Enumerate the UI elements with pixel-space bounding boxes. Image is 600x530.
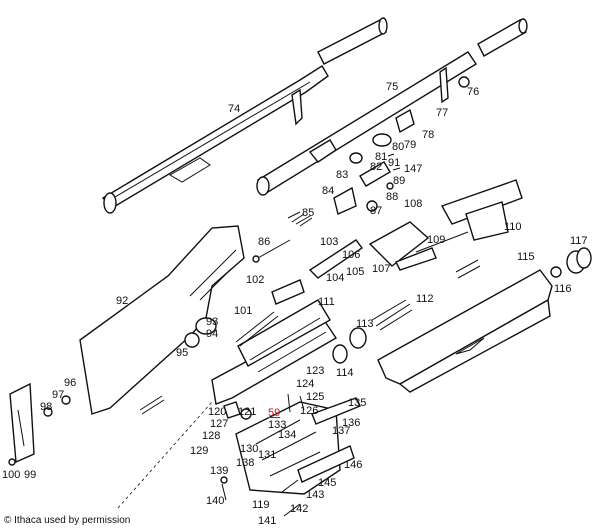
label-146: 146 xyxy=(344,459,362,471)
label-126: 126 xyxy=(300,405,318,417)
label-106: 106 xyxy=(342,249,360,261)
label-119: 119 xyxy=(252,499,270,511)
label-81: 81 xyxy=(375,151,387,163)
label-94: 94 xyxy=(206,328,218,340)
label-138: 138 xyxy=(236,457,254,469)
label-80: 80 xyxy=(392,141,404,153)
label-120: 120 xyxy=(208,406,226,418)
copyright-notice: © Ithaca used by permission xyxy=(4,515,131,526)
label-79: 79 xyxy=(404,139,416,151)
parts-85-86 xyxy=(252,211,313,263)
label-145: 145 xyxy=(318,477,336,489)
label-114: 114 xyxy=(336,367,354,379)
label-134: 134 xyxy=(278,429,296,441)
label-123: 123 xyxy=(306,365,324,377)
label-137: 137 xyxy=(332,425,350,437)
label-124: 124 xyxy=(296,378,314,390)
label-127: 127 xyxy=(210,418,228,430)
label-97: 97 xyxy=(52,389,64,401)
label-87: 87 xyxy=(370,205,382,217)
label-147: 147 xyxy=(404,163,422,175)
label-82: 82 xyxy=(370,161,382,173)
part-74-magazine-tube xyxy=(101,17,388,214)
label-74: 74 xyxy=(228,103,240,115)
label-141: 141 xyxy=(258,515,276,527)
label-140: 140 xyxy=(206,495,224,507)
label-112: 112 xyxy=(416,293,434,305)
part-75-barrel xyxy=(256,18,528,196)
label-84: 84 xyxy=(322,185,334,197)
label-109: 109 xyxy=(427,234,445,246)
part-number-labels: 74 75 76 77 78 79 80 81 82 83 84 85 86 8… xyxy=(2,81,588,527)
label-102: 102 xyxy=(246,274,264,286)
part-115-forend xyxy=(377,269,553,393)
label-105: 105 xyxy=(346,266,364,278)
label-116: 116 xyxy=(554,283,572,295)
parts-103-110-bolt xyxy=(308,179,523,279)
label-108: 108 xyxy=(404,198,422,210)
label-78: 78 xyxy=(422,129,434,141)
part-111-receiver xyxy=(117,299,337,509)
label-75: 75 xyxy=(386,81,398,93)
label-92: 92 xyxy=(116,295,128,307)
label-77: 77 xyxy=(436,107,448,119)
label-117: 117 xyxy=(570,235,588,247)
label-85: 85 xyxy=(302,207,314,219)
label-142: 142 xyxy=(290,503,308,515)
label-135: 135 xyxy=(348,397,366,409)
label-91: 91 xyxy=(388,157,400,169)
label-101: 101 xyxy=(234,305,252,317)
parts-116-117 xyxy=(550,247,592,278)
label-89: 89 xyxy=(393,175,405,187)
label-104: 104 xyxy=(326,272,344,284)
label-125: 125 xyxy=(306,391,324,403)
label-133: 133 xyxy=(268,419,286,431)
label-113: 113 xyxy=(356,318,374,330)
label-76: 76 xyxy=(467,86,479,98)
part-99-buttplate xyxy=(8,382,71,466)
parts-77-91 xyxy=(333,108,415,215)
label-110: 110 xyxy=(504,221,522,233)
label-59-highlighted: 59 xyxy=(268,407,280,419)
label-103: 103 xyxy=(320,236,338,248)
label-139: 139 xyxy=(210,465,228,477)
label-88: 88 xyxy=(386,191,398,203)
label-136: 136 xyxy=(342,417,360,429)
parts-113-114 xyxy=(332,327,367,364)
label-115: 115 xyxy=(517,251,535,263)
label-98: 98 xyxy=(40,401,52,413)
label-96: 96 xyxy=(64,377,76,389)
label-99: 99 xyxy=(24,469,36,481)
label-131: 131 xyxy=(258,449,276,461)
parts-101-102-112 xyxy=(235,259,481,347)
label-93: 93 xyxy=(206,316,218,328)
label-129: 129 xyxy=(190,445,208,457)
label-107: 107 xyxy=(372,263,390,275)
label-95: 95 xyxy=(176,347,188,359)
parts-119-147-trigger-group xyxy=(139,393,361,517)
label-128: 128 xyxy=(202,430,220,442)
label-86: 86 xyxy=(258,236,270,248)
label-143: 143 xyxy=(306,489,324,501)
part-92-stock xyxy=(79,225,245,415)
label-121: 121 xyxy=(238,406,256,418)
label-100: 100 xyxy=(2,469,20,481)
label-111: 111 xyxy=(318,296,335,308)
label-83: 83 xyxy=(336,169,348,181)
label-130: 130 xyxy=(240,443,258,455)
